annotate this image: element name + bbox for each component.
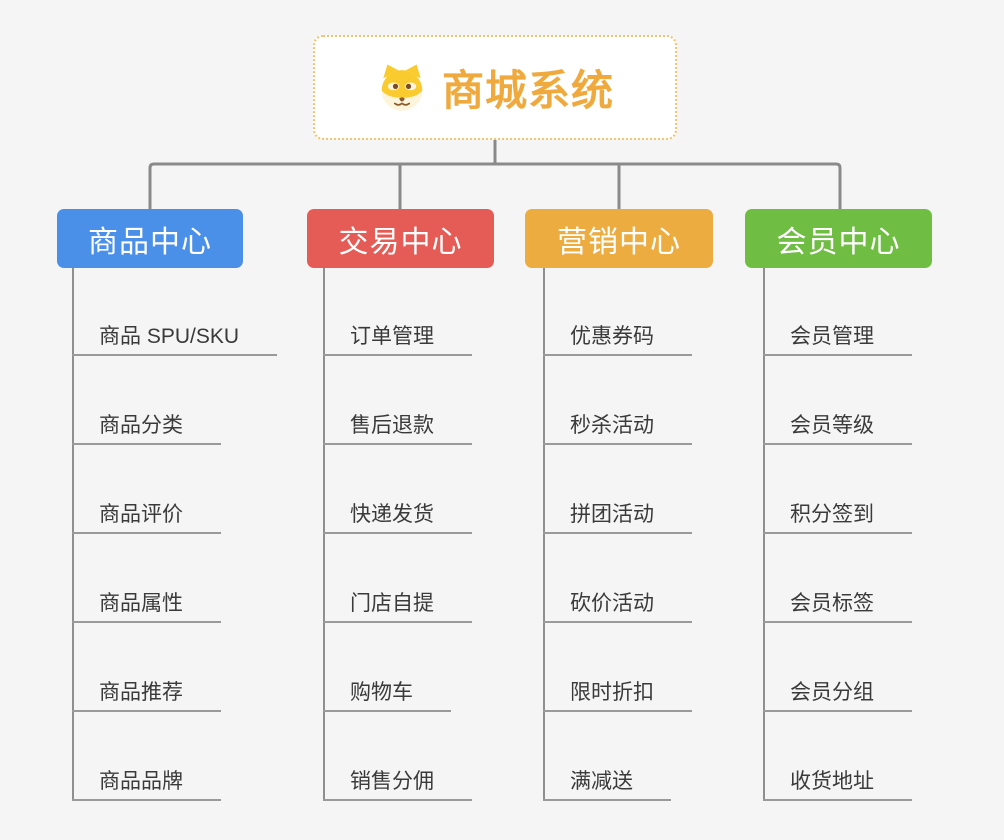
subtopic[interactable]: 商品品牌 (72, 765, 221, 801)
branch-topic-member-center[interactable]: 会员中心 (745, 209, 932, 268)
branch-trunk-line (323, 268, 325, 801)
subtopic[interactable]: 积分签到 (763, 498, 912, 534)
subtopic[interactable]: 商品分类 (72, 409, 221, 445)
branch-trunk-line (72, 268, 74, 801)
subtopic[interactable]: 砍价活动 (543, 587, 692, 623)
branch-trunk-line (763, 268, 765, 801)
subtopic[interactable]: 售后退款 (323, 409, 472, 445)
subtopic[interactable]: 订单管理 (323, 320, 472, 356)
subtopic[interactable]: 商品 SPU/SKU (72, 320, 278, 356)
subtopic[interactable]: 商品属性 (72, 587, 221, 623)
subtopic[interactable]: 优惠券码 (543, 320, 692, 356)
branch-trunk-line (543, 268, 545, 801)
subtopic[interactable]: 收货地址 (763, 765, 912, 801)
subtopic[interactable]: 商品评价 (72, 498, 221, 534)
subtopic[interactable]: 快递发货 (323, 498, 472, 534)
subtopic[interactable]: 门店自提 (323, 587, 472, 623)
subtopic[interactable]: 会员管理 (763, 320, 912, 356)
subtopic[interactable]: 销售分佣 (323, 765, 472, 801)
subtopic[interactable]: 满减送 (543, 765, 671, 801)
subtopic[interactable]: 会员分组 (763, 676, 912, 712)
subtopic[interactable]: 商品推荐 (72, 676, 221, 712)
subtopic[interactable]: 会员等级 (763, 409, 912, 445)
root-topic-label: 商城系统 (441, 67, 614, 114)
dog-face-icon (376, 62, 428, 114)
root-topic[interactable]: 商城系统 (313, 35, 677, 140)
subtopic[interactable]: 拼团活动 (543, 498, 692, 534)
subtopic[interactable]: 秒杀活动 (543, 409, 692, 445)
subtopic[interactable]: 限时折扣 (543, 676, 692, 712)
branch-topic-marketing-center[interactable]: 营销中心 (525, 209, 713, 268)
branch-topic-product-center[interactable]: 商品中心 (57, 209, 243, 268)
branch-topic-trade-center[interactable]: 交易中心 (307, 209, 494, 268)
subtopic[interactable]: 会员标签 (763, 587, 912, 623)
subtopic[interactable]: 购物车 (323, 676, 451, 712)
